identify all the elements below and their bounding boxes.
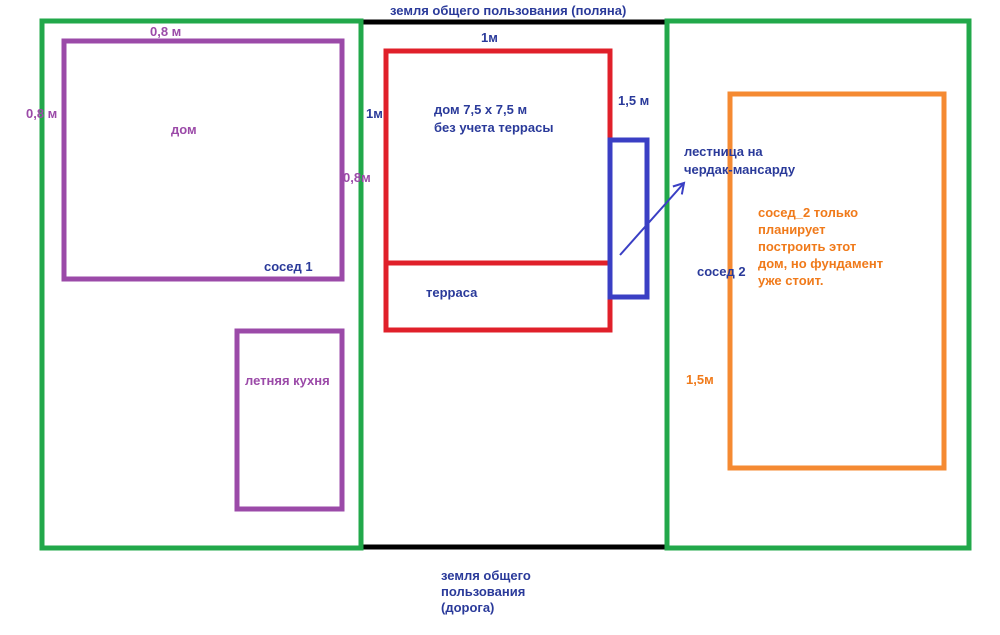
neighbor2-note-line2: планирует bbox=[758, 222, 825, 237]
neighbor1-label: сосед 1 bbox=[264, 259, 313, 274]
top-land-label: земля общего пользования (поляна) bbox=[390, 3, 626, 18]
neighbor2-note-line4: дом, но фундамент bbox=[758, 256, 883, 271]
terrace-label: терраса bbox=[426, 285, 478, 300]
dim-1-5m-orange-label: 1,5м bbox=[686, 372, 714, 387]
house-neighbor1 bbox=[61, 38, 345, 282]
stairs-label-line2: чердак-мансарду bbox=[684, 162, 796, 177]
dim-1-5m-right-label: 1,5 м bbox=[618, 93, 649, 108]
bottom-land-label-line1: земля общего bbox=[441, 568, 531, 583]
dim-1m-left-label: 1м bbox=[366, 106, 383, 121]
summer-kitchen-label: летняя кухня bbox=[245, 373, 330, 388]
bottom-land-label-line3: (дорога) bbox=[441, 600, 494, 615]
stairs-label-line1: лестница на bbox=[684, 144, 763, 159]
dim-left-label: 0,8 м bbox=[26, 106, 57, 121]
neighbor2-note-line3: построить этот bbox=[758, 239, 856, 254]
house-neighbor2 bbox=[727, 91, 947, 471]
dim-right-left-label: 0,8м bbox=[343, 170, 371, 185]
neighbor2-label: сосед 2 bbox=[697, 264, 746, 279]
neighbor2-note-line5: уже стоит. bbox=[758, 273, 823, 288]
house1-label: дом bbox=[171, 122, 197, 137]
plot-neighbor1 bbox=[39, 18, 364, 551]
main-house bbox=[383, 48, 613, 333]
bottom-land-label-line2: пользования bbox=[441, 584, 525, 599]
main-house-label-line1: дом 7,5 х 7,5 м bbox=[434, 102, 527, 117]
dim-1m-top-label: 1м bbox=[481, 30, 498, 45]
plot-neighbor2 bbox=[664, 18, 972, 551]
neighbor2-note-line1: сосед_2 только bbox=[758, 205, 858, 220]
summer-kitchen bbox=[234, 328, 345, 512]
stairs-arrow bbox=[619, 181, 686, 256]
dim-top-left-label: 0,8 м bbox=[150, 24, 181, 39]
stairs bbox=[607, 137, 650, 300]
main-house-label-line2: без учета террасы bbox=[434, 120, 553, 135]
